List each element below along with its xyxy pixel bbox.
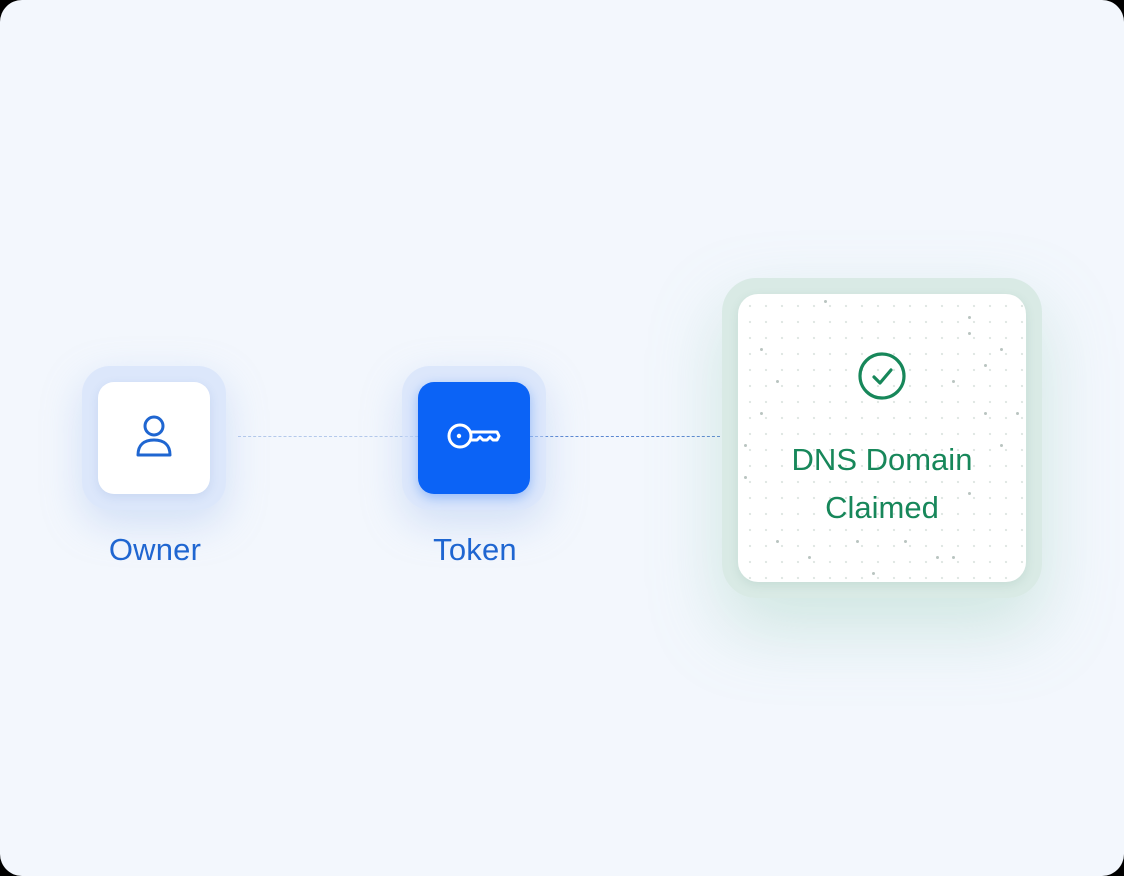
grid-dot [760,348,763,351]
grid-dot [824,300,827,303]
connector-token-claimed [530,436,720,437]
grid-dot [968,492,971,495]
owner-node [82,366,226,510]
grid-dot [984,364,987,367]
grid-dot [856,540,859,543]
owner-tile [98,382,210,494]
grid-dot [1000,348,1003,351]
grid-dot [968,332,971,335]
claim-node: DNS Domain Claimed [722,278,1042,598]
grid-dot [936,556,939,559]
connector-owner-token [238,436,418,437]
grid-dot [808,556,811,559]
grid-dot [776,380,779,383]
claim-line-1: DNS Domain [791,442,973,477]
claim-line-2: Claimed [825,490,939,525]
claim-status-text: DNS Domain Claimed [738,436,1026,532]
check-circle-icon [856,350,908,402]
claim-tile: DNS Domain Claimed [738,294,1026,582]
grid-dot [776,540,779,543]
grid-dot [872,572,875,575]
grid-dot [904,540,907,543]
grid-dot [952,556,955,559]
grid-dot [1000,444,1003,447]
token-tile [418,382,530,494]
grid-dot [744,444,747,447]
grid-dot [952,380,955,383]
grid-dot [1016,412,1019,415]
grid-dot [968,316,971,319]
token-label: Token [433,532,517,567]
grid-dot [744,476,747,479]
grid-dot [760,412,763,415]
grid-dot [984,412,987,415]
user-icon [134,413,174,464]
key-icon [446,421,502,456]
token-node [402,366,546,510]
owner-label: Owner [108,532,202,567]
